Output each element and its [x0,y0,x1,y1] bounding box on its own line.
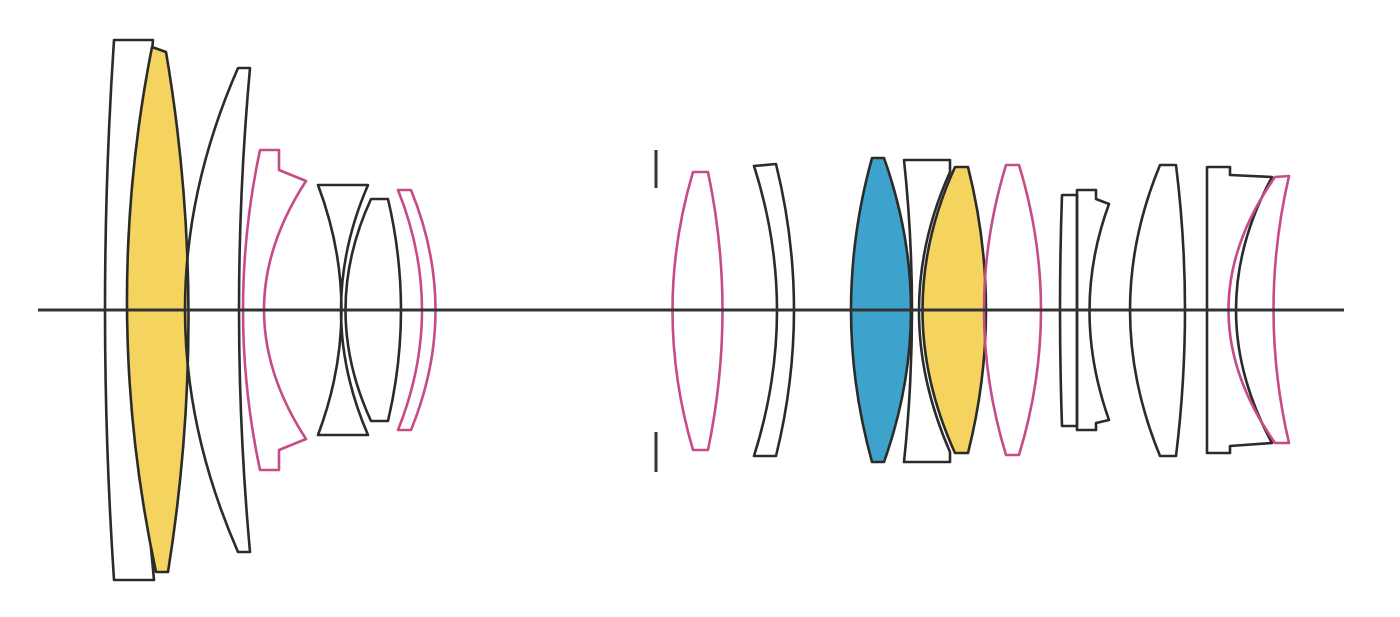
lens-element-14 [1058,193,1079,428]
lens-element-15 [1075,188,1111,432]
lens-element-7 [396,188,437,432]
lens-element-9 [752,162,796,458]
lens-element-11 [902,158,952,464]
lens-element-6 [344,197,403,423]
lens-element-5 [316,183,370,437]
lens-element-17 [1205,165,1274,455]
lens-element-8 [671,170,724,452]
lens-element-16 [1128,163,1187,458]
lens-element-3 [183,66,252,554]
lens-element-13 [982,163,1043,457]
lens-element-4 [241,148,308,472]
lens-element-18 [1227,174,1291,445]
